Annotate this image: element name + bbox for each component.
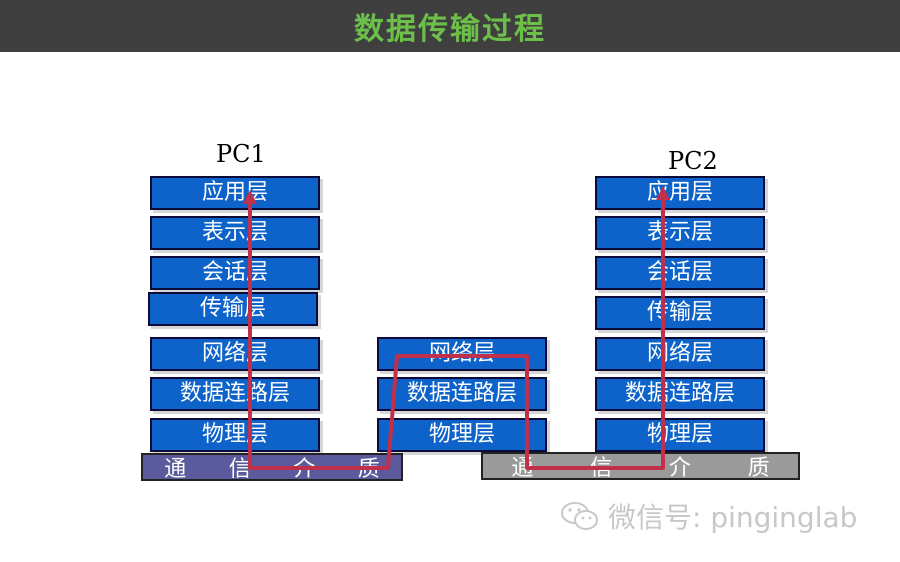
medium-right-char: 通	[511, 456, 534, 481]
pc2-layer-transport: 传输层	[595, 296, 765, 330]
pc1-layer-physical: 物理层	[150, 418, 320, 452]
pc1-layer-transport: 传输层	[148, 292, 318, 326]
wechat-icon	[561, 502, 598, 530]
pc2-layer-physical: 物理层	[595, 418, 765, 452]
pc1-layer-datalink: 数据连路层	[150, 377, 320, 411]
watermark: 微信号: pinginglab	[560, 496, 857, 536]
title-bar	[0, 0, 900, 52]
medium-right-char: 质	[747, 456, 770, 481]
watermark-text: 微信号: pinginglab	[608, 501, 858, 534]
medium-left: 通 信 介 质	[141, 453, 403, 482]
pc1-layer-session: 会话层	[150, 256, 320, 290]
router-layer-network: 网络层	[377, 337, 547, 371]
pc2-layer-session: 会话层	[595, 256, 765, 290]
router-layer-physical: 物理层	[377, 418, 547, 452]
medium-left-char: 介	[293, 457, 316, 482]
pc2-layer-application: 应用层	[595, 176, 765, 210]
medium-right-char: 信	[590, 456, 613, 481]
medium-left-char: 信	[228, 457, 251, 482]
medium-left-char: 质	[357, 457, 380, 482]
pc2-layer-presentation: 表示层	[595, 216, 765, 250]
medium-left-char: 通	[164, 457, 187, 482]
medium-right: 通 信 介 质	[481, 452, 800, 481]
page-title: 数据传输过程	[354, 12, 546, 47]
pc2-layer-network: 网络层	[595, 337, 765, 371]
pc1-layer-network: 网络层	[150, 337, 320, 371]
pc1-label: PC1	[216, 140, 266, 168]
pc1-layer-presentation: 表示层	[150, 216, 320, 250]
pc2-layer-datalink: 数据连路层	[595, 377, 765, 411]
medium-right-char: 介	[668, 456, 691, 481]
pc2-label: PC2	[668, 147, 718, 175]
router-layer-datalink: 数据连路层	[377, 377, 547, 411]
pc1-layer-application: 应用层	[150, 176, 320, 210]
